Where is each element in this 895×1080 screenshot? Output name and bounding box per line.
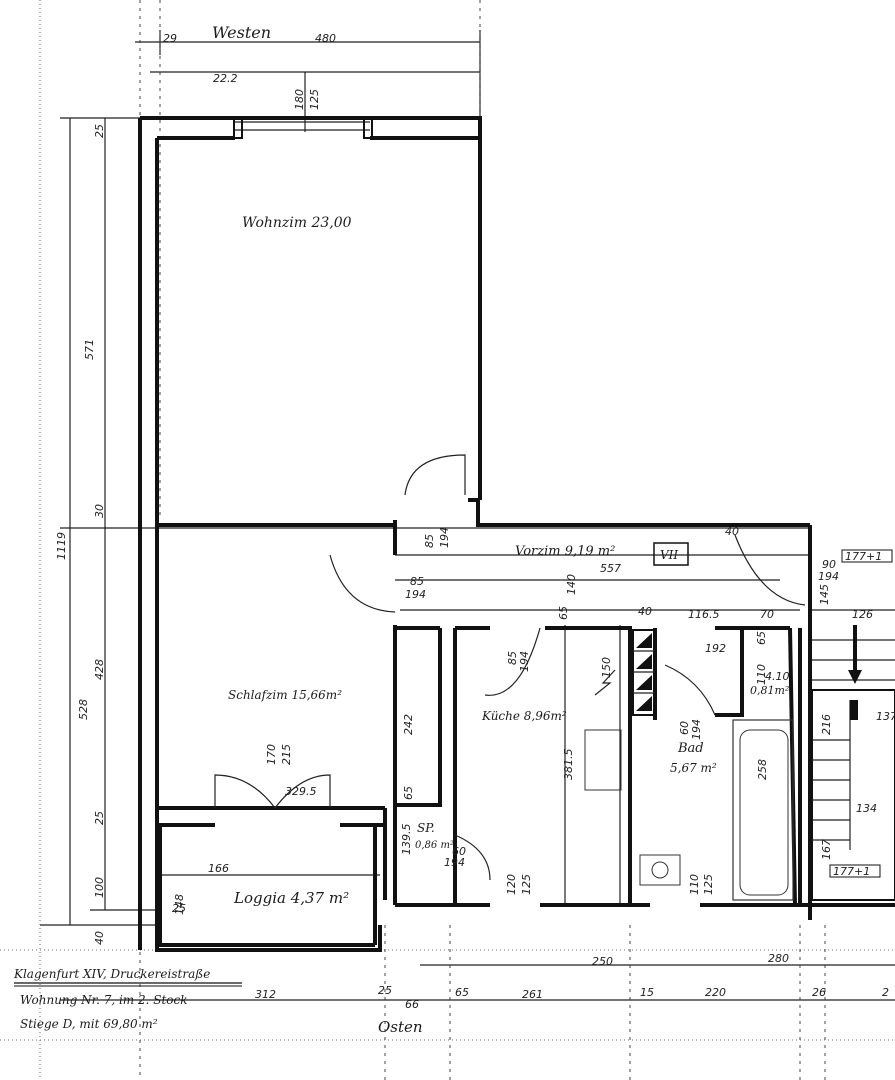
dimension-label: 194 [438, 527, 451, 548]
note-line-3: Stiege D, mit 69,80 m² [20, 1017, 158, 1031]
dimension-label: 85 [506, 651, 519, 665]
dimension-label: 139.5 [400, 824, 413, 856]
dimension-label: 215 [280, 744, 293, 765]
dimension-label: 261 [522, 988, 543, 1001]
dimension-label: 25 [172, 902, 186, 915]
dimension-label: 250 [592, 955, 613, 968]
dimension-label: 194 [690, 719, 703, 740]
dimension-label: 15 [640, 986, 654, 999]
dimension-label: 170 [265, 744, 278, 765]
dimension-label: 258 [756, 759, 769, 780]
dimension-label: 29 [163, 32, 177, 45]
dimension-label: 137 [876, 710, 895, 723]
dimension-label: 125 [308, 89, 321, 110]
dimension-label: 150 [600, 657, 613, 678]
dimension-label: 180 [293, 89, 306, 110]
dimension-label: 148 [173, 894, 186, 915]
note-line-2: Wohnung Nr. 7, im 2. Stock [20, 993, 188, 1007]
dimension-label: 100 [93, 877, 106, 898]
dimension-numbers: 29 480 22.2 180 125 25 571 1119 30 528 4… [55, 32, 895, 1011]
dimension-label: 216 [820, 714, 833, 735]
dimension-label: 30 [93, 504, 106, 518]
room-bad: Bad [677, 741, 704, 756]
dimension-label: 557 [600, 562, 621, 575]
orientation-bottom: Osten [378, 1018, 423, 1036]
room-schlafzimmer: Schlafzim 15,66m² [228, 688, 342, 702]
room-labels: Westen Wohnzim 23,00 Schlafzim 15,66m² V… [212, 23, 893, 1036]
dimension-label: 194 [444, 856, 465, 869]
room-wohnzimmer: Wohnzim 23,00 [242, 215, 352, 231]
dimension-label: 192 [705, 642, 726, 655]
room-wc-area: 0,81m² [750, 684, 789, 697]
dimension-label: 60 [678, 721, 691, 735]
dimension-label: 40 [638, 605, 652, 618]
dimension-label: 194 [818, 570, 839, 583]
dimension-label: 220 [705, 986, 726, 999]
dimension-label: 145 [818, 584, 831, 605]
dimension-label: 66 [405, 998, 419, 1011]
dimension-label: 4.10 [765, 670, 790, 683]
doors [214, 454, 806, 901]
dimension-label: 167 [820, 839, 833, 860]
dimension-label: 428 [93, 659, 106, 680]
dimension-label: 125 [702, 874, 715, 895]
dimension-label: 381.5 [562, 749, 575, 781]
dimension-label: 116.5 [688, 608, 720, 621]
dimension-label: 140 [565, 574, 578, 595]
dimension-label: 312 [255, 988, 276, 1001]
dimension-label: 65 [755, 631, 768, 645]
dimension-label: 65 [402, 786, 415, 800]
room-loggia: Loggia 4,37 m² [233, 889, 349, 907]
dimension-lines [40, 30, 895, 1001]
dimension-label: 120 [505, 874, 518, 895]
dimension-label: 571 [83, 339, 96, 360]
walls [138, 116, 895, 952]
dimension-label: 22.2 [213, 72, 238, 85]
dimension-label: 40 [725, 525, 739, 538]
orientation-top: Westen [212, 23, 271, 42]
dimension-label: 40 [93, 931, 106, 945]
dimension-label: 166 [208, 862, 229, 875]
dimension-label: 126 [852, 608, 873, 621]
room-bad-area: 5,67 m² [670, 761, 717, 775]
stair-label-bottom: 177+1 [833, 865, 870, 878]
dimension-label: 25 [93, 811, 106, 825]
dimension-label: 26 [812, 986, 826, 999]
dimension-label: 125 [520, 874, 533, 895]
dimension-label: 480 [315, 32, 336, 45]
dimension-label: 85 [410, 575, 424, 588]
dimension-label: 194 [518, 651, 531, 672]
dimension-label: 65 [557, 606, 570, 620]
dimension-label: 25 [378, 984, 392, 997]
dimension-label: 134 [856, 802, 877, 815]
dimension-label: 85 [423, 534, 436, 548]
dimension-label: 1119 [55, 532, 68, 560]
room-speis-area: 0,86 m² [415, 840, 454, 851]
room-kueche: Küche 8,96m² [481, 709, 567, 723]
dimension-label: 110 [755, 664, 768, 685]
dimension-label: 90 [822, 558, 836, 571]
dimension-label: 2 [882, 986, 889, 999]
dimension-label: 242 [402, 714, 415, 735]
dimension-label: 194 [405, 588, 426, 601]
handwritten-note: Klagenfurt XIV, Druckereistraße Wohnung … [13, 967, 242, 1031]
apartment-marker: VII [660, 548, 678, 562]
dimension-label: 25 [93, 124, 106, 138]
room-vorzimmer: Vorzim 9,19 m² [515, 544, 615, 559]
dimension-label: 70 [760, 608, 774, 621]
room-speis: SP. [417, 821, 435, 835]
dimension-label: 110 [688, 874, 701, 895]
dimension-label: 329.5 [285, 785, 317, 798]
stair-label-top: 177+1 [845, 550, 882, 563]
dimension-label: 65 [455, 986, 469, 999]
dimension-label: 60 [452, 845, 466, 858]
dimension-label: 280 [768, 952, 789, 965]
dimension-label: 528 [77, 699, 90, 720]
note-line-1: Klagenfurt XIV, Druckereistraße [13, 967, 210, 981]
